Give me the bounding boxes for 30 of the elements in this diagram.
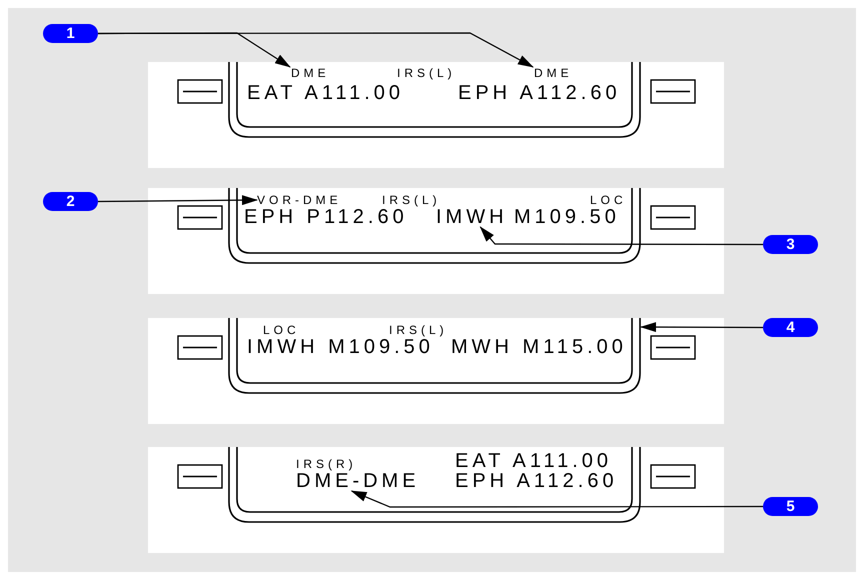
display-text: DME-DME xyxy=(296,471,420,491)
callout-number: 5 xyxy=(763,497,818,516)
display-text: MWH M115.00 xyxy=(451,337,627,357)
display-text: EAT A111.00 xyxy=(455,451,612,471)
callout-number: 2 xyxy=(43,192,98,211)
display-text: DME xyxy=(534,67,573,79)
display-text: M109.50 xyxy=(514,207,620,227)
leader-line xyxy=(98,195,258,206)
callout-number: 4 xyxy=(763,318,818,337)
leader-line xyxy=(98,32,534,68)
callout-number: 1 xyxy=(43,24,98,43)
callout-number: 3 xyxy=(763,235,818,254)
display-text: IMWH xyxy=(436,207,508,227)
display-text: IRS(R) xyxy=(296,458,357,470)
leader-line xyxy=(480,226,763,246)
display-text: IMWH M109.50 xyxy=(247,337,434,357)
display-text: LOC xyxy=(590,194,627,206)
display-text: EPH P112.60 xyxy=(244,207,408,227)
display-text: LOC xyxy=(263,324,300,336)
display-text: IRS(L) xyxy=(382,194,441,206)
display-text: VOR-DME xyxy=(257,194,342,206)
leader-line xyxy=(640,322,763,332)
display-text: IRS(L) xyxy=(397,67,456,79)
display-frame-drawing xyxy=(228,318,641,394)
display-text: DME xyxy=(291,67,330,79)
display-text: EPH A112.60 xyxy=(458,83,621,103)
display-text: EAT A111.00 xyxy=(247,83,404,103)
display-text: EPH A112.60 xyxy=(455,471,618,491)
leader-line xyxy=(350,490,763,508)
display-text: IRS(L) xyxy=(389,324,448,336)
